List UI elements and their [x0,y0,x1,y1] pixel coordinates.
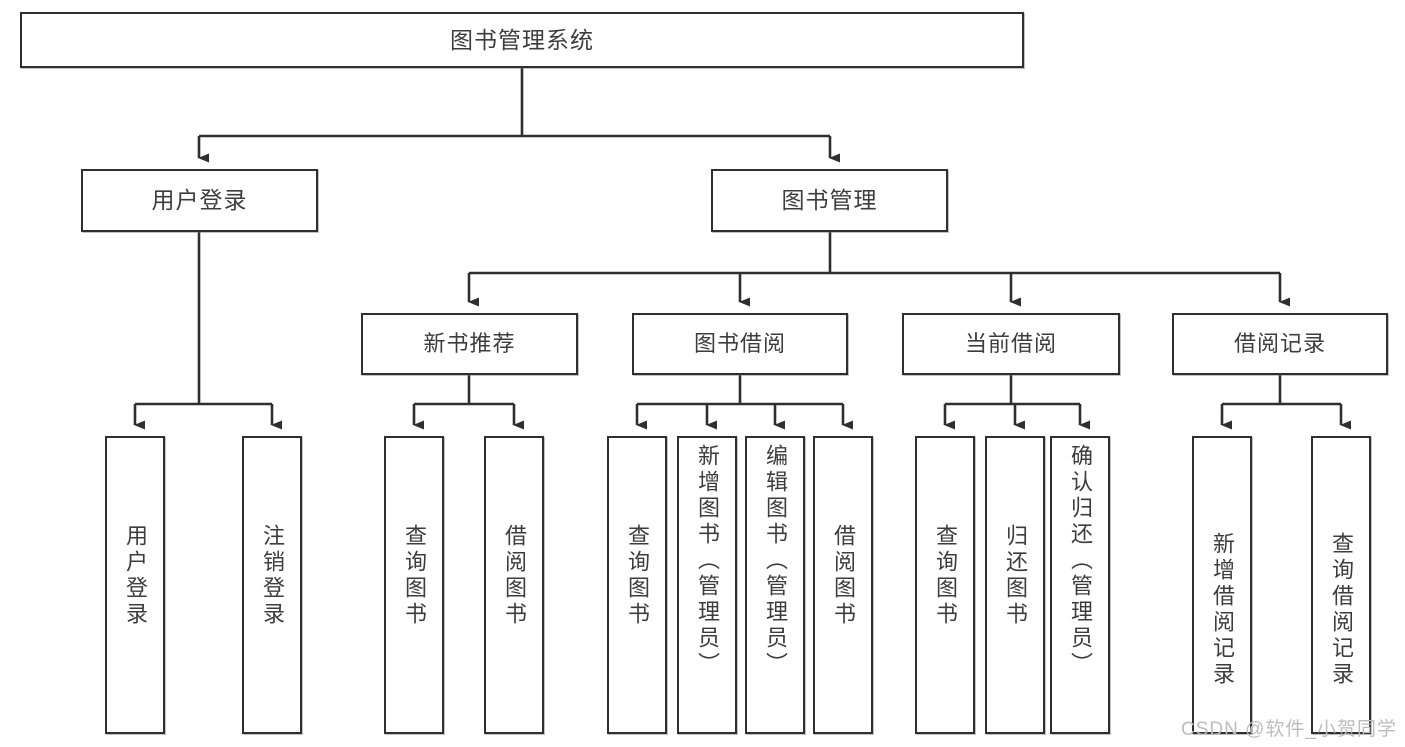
node-root-system[interactable]: 图书管理系统 [20,12,1024,68]
node-current-borrow[interactable]: 当前借阅 [902,313,1120,375]
node-label: 查询图书 [933,524,958,628]
node-label: 新书推荐 [423,331,516,356]
leaf-borrow-add-book-admin[interactable]: 新增图书（管理员） [677,436,737,734]
node-label: 编辑图书（管理员） [763,444,788,678]
leaf-record-add-record[interactable]: 新增借阅记录 [1192,436,1252,734]
node-label: 确认归还（管理员） [1068,444,1093,678]
node-label: 图书管理 [781,187,878,213]
node-label: 查询图书 [402,524,427,628]
watermark: CSDN @软件_小贺同学 [1181,719,1397,740]
node-label: 图书借阅 [693,331,786,356]
leaf-user-login-login[interactable]: 用户登录 [105,436,165,734]
node-new-book-recommend[interactable]: 新书推荐 [361,313,578,375]
node-label: 用户登录 [123,524,148,628]
node-label: 新增图书（管理员） [695,444,720,678]
node-borrow-record[interactable]: 借阅记录 [1172,313,1388,375]
node-label: 查询图书 [625,524,650,628]
node-label: 用户登录 [151,187,248,213]
node-label: 当前借阅 [964,331,1057,356]
leaf-current-return-book[interactable]: 归还图书 [985,436,1045,734]
node-label: 查询借阅记录 [1329,532,1354,688]
node-user-login[interactable]: 用户登录 [81,169,318,232]
node-label: 借阅图书 [831,524,856,628]
node-book-management[interactable]: 图书管理 [711,169,948,232]
node-label: 归还图书 [1003,524,1028,628]
leaf-recommend-query-book[interactable]: 查询图书 [384,436,444,734]
leaf-recommend-borrow-book[interactable]: 借阅图书 [484,436,544,734]
leaf-user-login-logout[interactable]: 注销登录 [242,436,302,734]
leaf-borrow-borrow-book[interactable]: 借阅图书 [813,436,873,734]
node-label: 借阅图书 [502,524,527,628]
node-label: 注销登录 [260,524,285,628]
node-label: 图书管理系统 [450,26,594,53]
leaf-record-query-record[interactable]: 查询借阅记录 [1311,436,1371,734]
node-label: 新增借阅记录 [1210,532,1235,688]
leaf-borrow-edit-book-admin[interactable]: 编辑图书（管理员） [745,436,805,734]
node-book-borrow[interactable]: 图书借阅 [632,313,848,375]
leaf-borrow-query-book[interactable]: 查询图书 [607,436,667,734]
leaf-current-query-book[interactable]: 查询图书 [915,436,975,734]
leaf-current-confirm-return-admin[interactable]: 确认归还（管理员） [1050,436,1110,734]
node-label: 借阅记录 [1233,331,1326,356]
